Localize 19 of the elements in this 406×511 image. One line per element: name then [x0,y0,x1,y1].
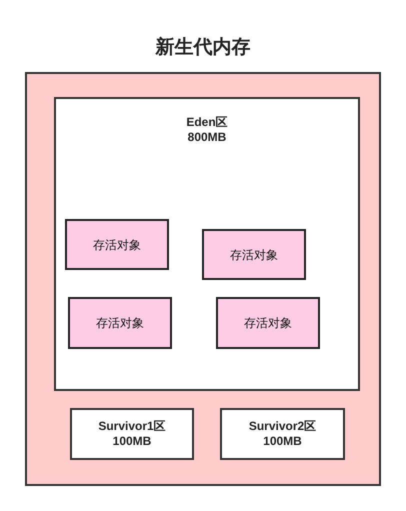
object-box [65,219,169,270]
memory-panel [25,72,381,486]
object-box [202,229,306,280]
title: 新生代内存 [156,36,250,60]
region-label: 100MB [112,434,152,449]
region-label: Survivor1区 [98,419,166,434]
region-label: 800MB [188,130,226,145]
region-label: Survivor2区 [248,419,316,434]
object-box [216,297,320,349]
region-label: 存活对象 [244,315,292,332]
region-label: 存活对象 [93,236,141,254]
region-label: 存活对象 [96,315,144,332]
region-box [220,408,345,460]
region-label: 100MB [263,434,302,449]
object-box [68,297,172,349]
region-label: 存活对象 [230,246,278,264]
region-box [54,97,360,391]
region-box [70,408,194,460]
region-label: Eden区 [186,115,228,130]
